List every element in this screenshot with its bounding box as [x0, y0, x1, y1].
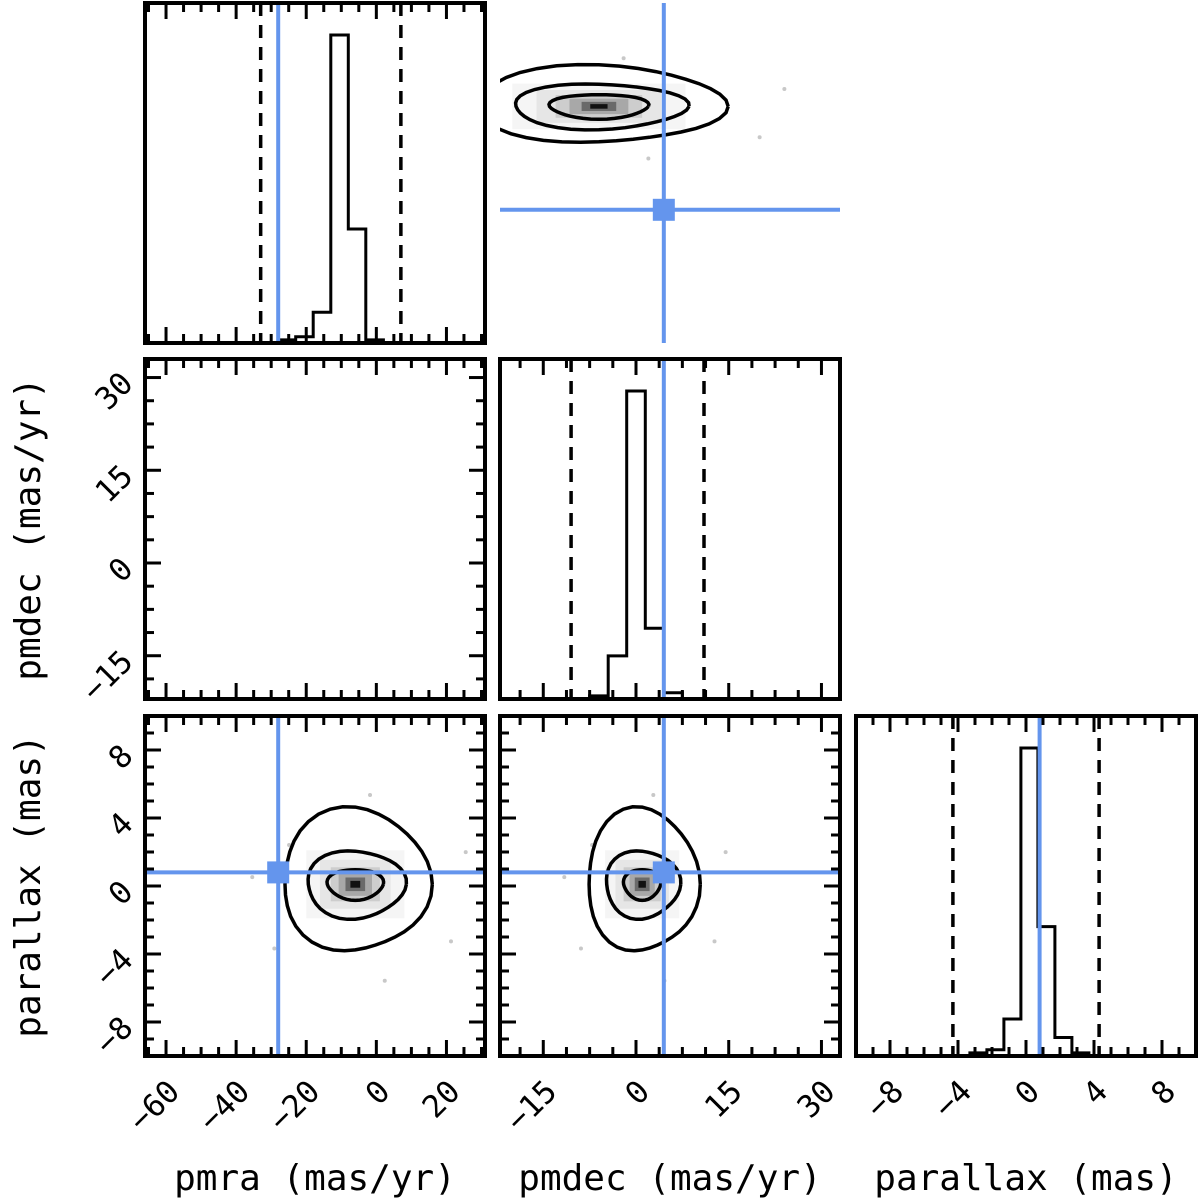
- scatter-point: [382, 978, 387, 983]
- density-cell: [590, 104, 608, 109]
- ticks: [147, 716, 483, 1056]
- x-tick-label: −60: [122, 1074, 187, 1139]
- scatter-point: [651, 793, 656, 798]
- histogram-bars: [952, 746, 1100, 1058]
- x-tick-label: 0: [1008, 1074, 1047, 1113]
- panel-hist-parallax: [951, 716, 1101, 1058]
- scatter-point: [368, 793, 373, 798]
- scatter-point: [250, 875, 255, 880]
- x-tick-label: 15: [698, 1074, 750, 1126]
- panel-hist-pmdec: [569, 359, 706, 701]
- panel-frame: [143, 357, 487, 701]
- y-tick-label: 8: [102, 738, 141, 777]
- y-tick-label: −15: [75, 644, 140, 709]
- density-cell: [638, 880, 646, 888]
- x-axis-label-pmra: pmra (mas/yr): [174, 1158, 456, 1199]
- x-tick-label: −15: [499, 1074, 564, 1139]
- y-tick-label: 4: [102, 806, 141, 845]
- panel-2d-pmdec-parallax: [500, 716, 840, 1056]
- panel-hist-pmra: [243, 3, 403, 345]
- y-tick-label: 30: [88, 365, 140, 417]
- ticks: [147, 359, 483, 699]
- scatter-point: [463, 850, 468, 855]
- panel-2d-pmra-parallax: [145, 716, 485, 1056]
- ticks: [147, 3, 483, 343]
- y-tick-label: −4: [88, 942, 140, 994]
- ticks: [145, 714, 485, 1058]
- contour-level-3: [587, 805, 703, 953]
- y-tick-label: 15: [88, 458, 140, 510]
- panel-2d-pmdec-pmra: [424, 3, 840, 343]
- ticks: [500, 714, 840, 1058]
- x-axis-label-parallax: parallax (mas): [874, 1158, 1177, 1199]
- y-axis-label-pmdec: pmdec (mas/yr): [8, 377, 49, 680]
- x-tick-label: −8: [859, 1074, 911, 1126]
- y-tick-label: 0: [102, 874, 141, 913]
- scatter-point: [723, 850, 728, 855]
- scatter-point: [287, 843, 292, 848]
- histogram-bars: [571, 389, 701, 701]
- x-tick-label: 0: [359, 1074, 398, 1113]
- x-tick-label: 0: [618, 1074, 657, 1113]
- x-tick-label: 20: [416, 1074, 468, 1126]
- panel-frame: [498, 357, 842, 701]
- scatter-point: [449, 939, 453, 944]
- x-tick-label: 8: [1144, 1074, 1183, 1113]
- panel-frame: [143, 1, 487, 345]
- x-tick-label: −20: [262, 1074, 327, 1139]
- panel-frame: [854, 714, 1198, 1058]
- contour-level-3: [283, 805, 435, 953]
- scatter-point: [782, 87, 787, 92]
- truth-marker: [652, 198, 675, 221]
- contour-level-2: [513, 82, 691, 132]
- x-tick-label: 30: [791, 1074, 843, 1126]
- scatter-point: [712, 939, 717, 944]
- contour-level-2: [604, 849, 683, 922]
- ticks: [854, 716, 1198, 1056]
- truth-marker: [267, 861, 290, 884]
- x-axis-label-pmdec: pmdec (mas/yr): [518, 1158, 821, 1199]
- scatter-point: [272, 946, 277, 951]
- x-tick-label: −4: [927, 1074, 979, 1126]
- scatter-point: [578, 946, 583, 951]
- truth-marker: [652, 861, 675, 884]
- contour-level-1: [547, 92, 651, 122]
- ticks: [145, 376, 485, 681]
- scatter-point: [621, 56, 626, 61]
- ticks: [518, 716, 823, 1056]
- x-tick-label: 4: [1076, 1074, 1115, 1113]
- scatter-point: [424, 101, 428, 105]
- x-tick-label: −40: [192, 1074, 257, 1139]
- scatter-point: [562, 875, 567, 880]
- y-tick-label: −8: [88, 1010, 140, 1062]
- contour-level-2: [306, 849, 409, 922]
- ticks: [518, 359, 823, 699]
- scatter-point: [757, 135, 762, 140]
- scatter-point: [646, 156, 651, 161]
- density-cell: [350, 880, 361, 888]
- contour-level-3: [500, 62, 730, 145]
- scatter-point: [461, 139, 465, 143]
- histogram-bars: [243, 33, 401, 345]
- y-tick-label: 0: [102, 551, 141, 590]
- y-axis-label-parallax: parallax (mas): [8, 734, 49, 1037]
